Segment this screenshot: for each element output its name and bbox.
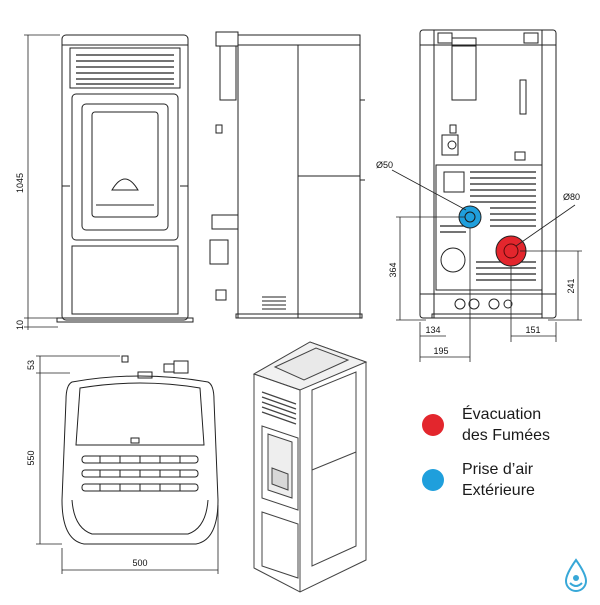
dim-width: 500 [132,558,147,568]
side-view [209,31,365,319]
dim-flue-diameter: Ø80 [563,192,580,202]
dim-flue-offset: 195 [433,346,448,356]
dim-flue-lateral: 134 [425,325,440,335]
dim-air-lateral: 151 [525,325,540,335]
dim-rear-outlet-height: 364 [388,262,398,277]
rear-view [419,29,557,319]
top-dimensions [36,355,219,574]
flue-legend-dot [422,414,444,436]
dim-base-offset: 10 [15,320,25,330]
front-view [56,34,194,323]
top-grille-bars [81,455,199,492]
dim-flue-outlet-height: 241 [566,278,576,293]
air-legend-line2: Extérieure [462,482,535,499]
rear-dimensions [391,169,582,362]
flue-legend-line1: Évacuation [462,406,542,423]
flue-legend-line2: des Fumées [462,427,551,444]
isometric-view [252,341,368,593]
dim-top-overhang: 53 [26,360,36,370]
front-grille [76,54,174,85]
front-dimensions [24,34,60,330]
dim-air-diameter: Ø50 [376,160,393,170]
rear-fittings [454,298,513,310]
flue-legend-label: Évacuation des Fumées [462,404,550,446]
dim-height-total: 1045 [15,173,25,193]
air-legend-line1: Prise d’air [462,461,534,478]
brand-drop-icon [564,558,588,592]
air-legend-dot [422,469,444,491]
rear-grille [440,171,536,281]
top-view [61,355,219,545]
air-legend-label: Prise d’air Extérieure [462,459,535,501]
dim-depth: 550 [26,450,36,465]
front-door [71,93,179,241]
